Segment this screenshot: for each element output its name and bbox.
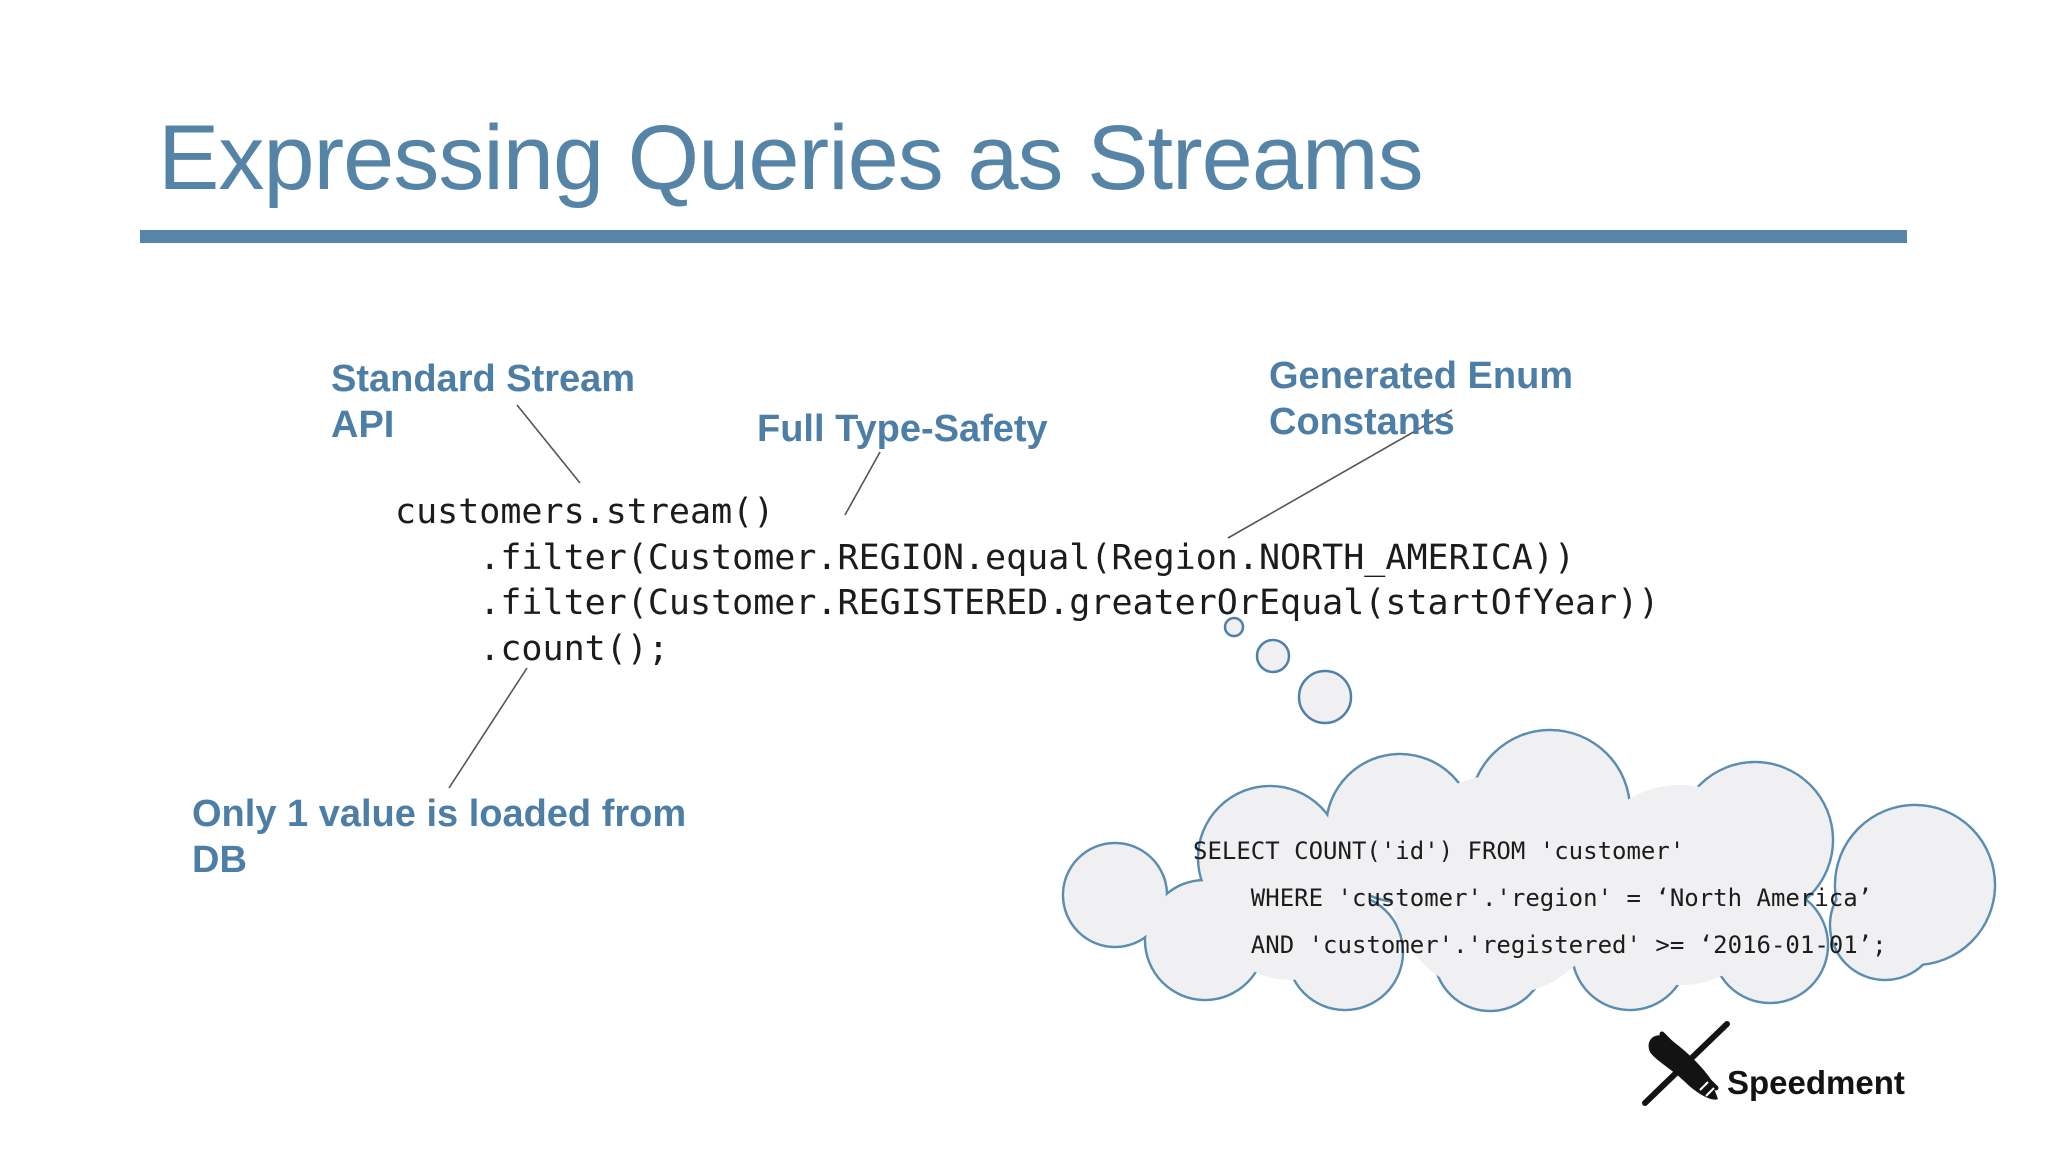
connector-enum-constants	[1227, 409, 1453, 539]
thought-bubble-cloud	[1061, 728, 1997, 1013]
sql-query-text: SELECT COUNT('id') FROM 'customer' WHERE…	[1193, 837, 1887, 959]
connector-db-note	[448, 667, 528, 789]
title-underline-bar	[140, 230, 1907, 243]
annotation-standard-stream-api: Standard Stream API	[331, 358, 636, 447]
connector-lines	[448, 404, 1453, 789]
thought-dots	[1223, 616, 1353, 725]
speedment-logo-icon	[1642, 1021, 1730, 1106]
thought-dot-small	[1223, 616, 1245, 638]
connector-standard-stream	[516, 404, 581, 484]
annotation-generated-enum-constants: Generated Enum Constants	[1269, 355, 1574, 444]
annotation-full-type-safety: Full Type-Safety	[757, 408, 1048, 450]
speedment-logo-text: Speedment	[1727, 1064, 1905, 1101]
annotation-only-1-value-loaded: Only 1 value is loaded from DB	[192, 793, 687, 882]
thought-dot-large	[1297, 669, 1353, 725]
java-stream-code: customers.stream() .filter(Customer.REGI…	[395, 492, 1660, 669]
thought-dot-medium	[1255, 638, 1291, 674]
slide-title: Expressing Queries as Streams	[158, 107, 1424, 209]
connector-type-safety	[844, 451, 881, 516]
